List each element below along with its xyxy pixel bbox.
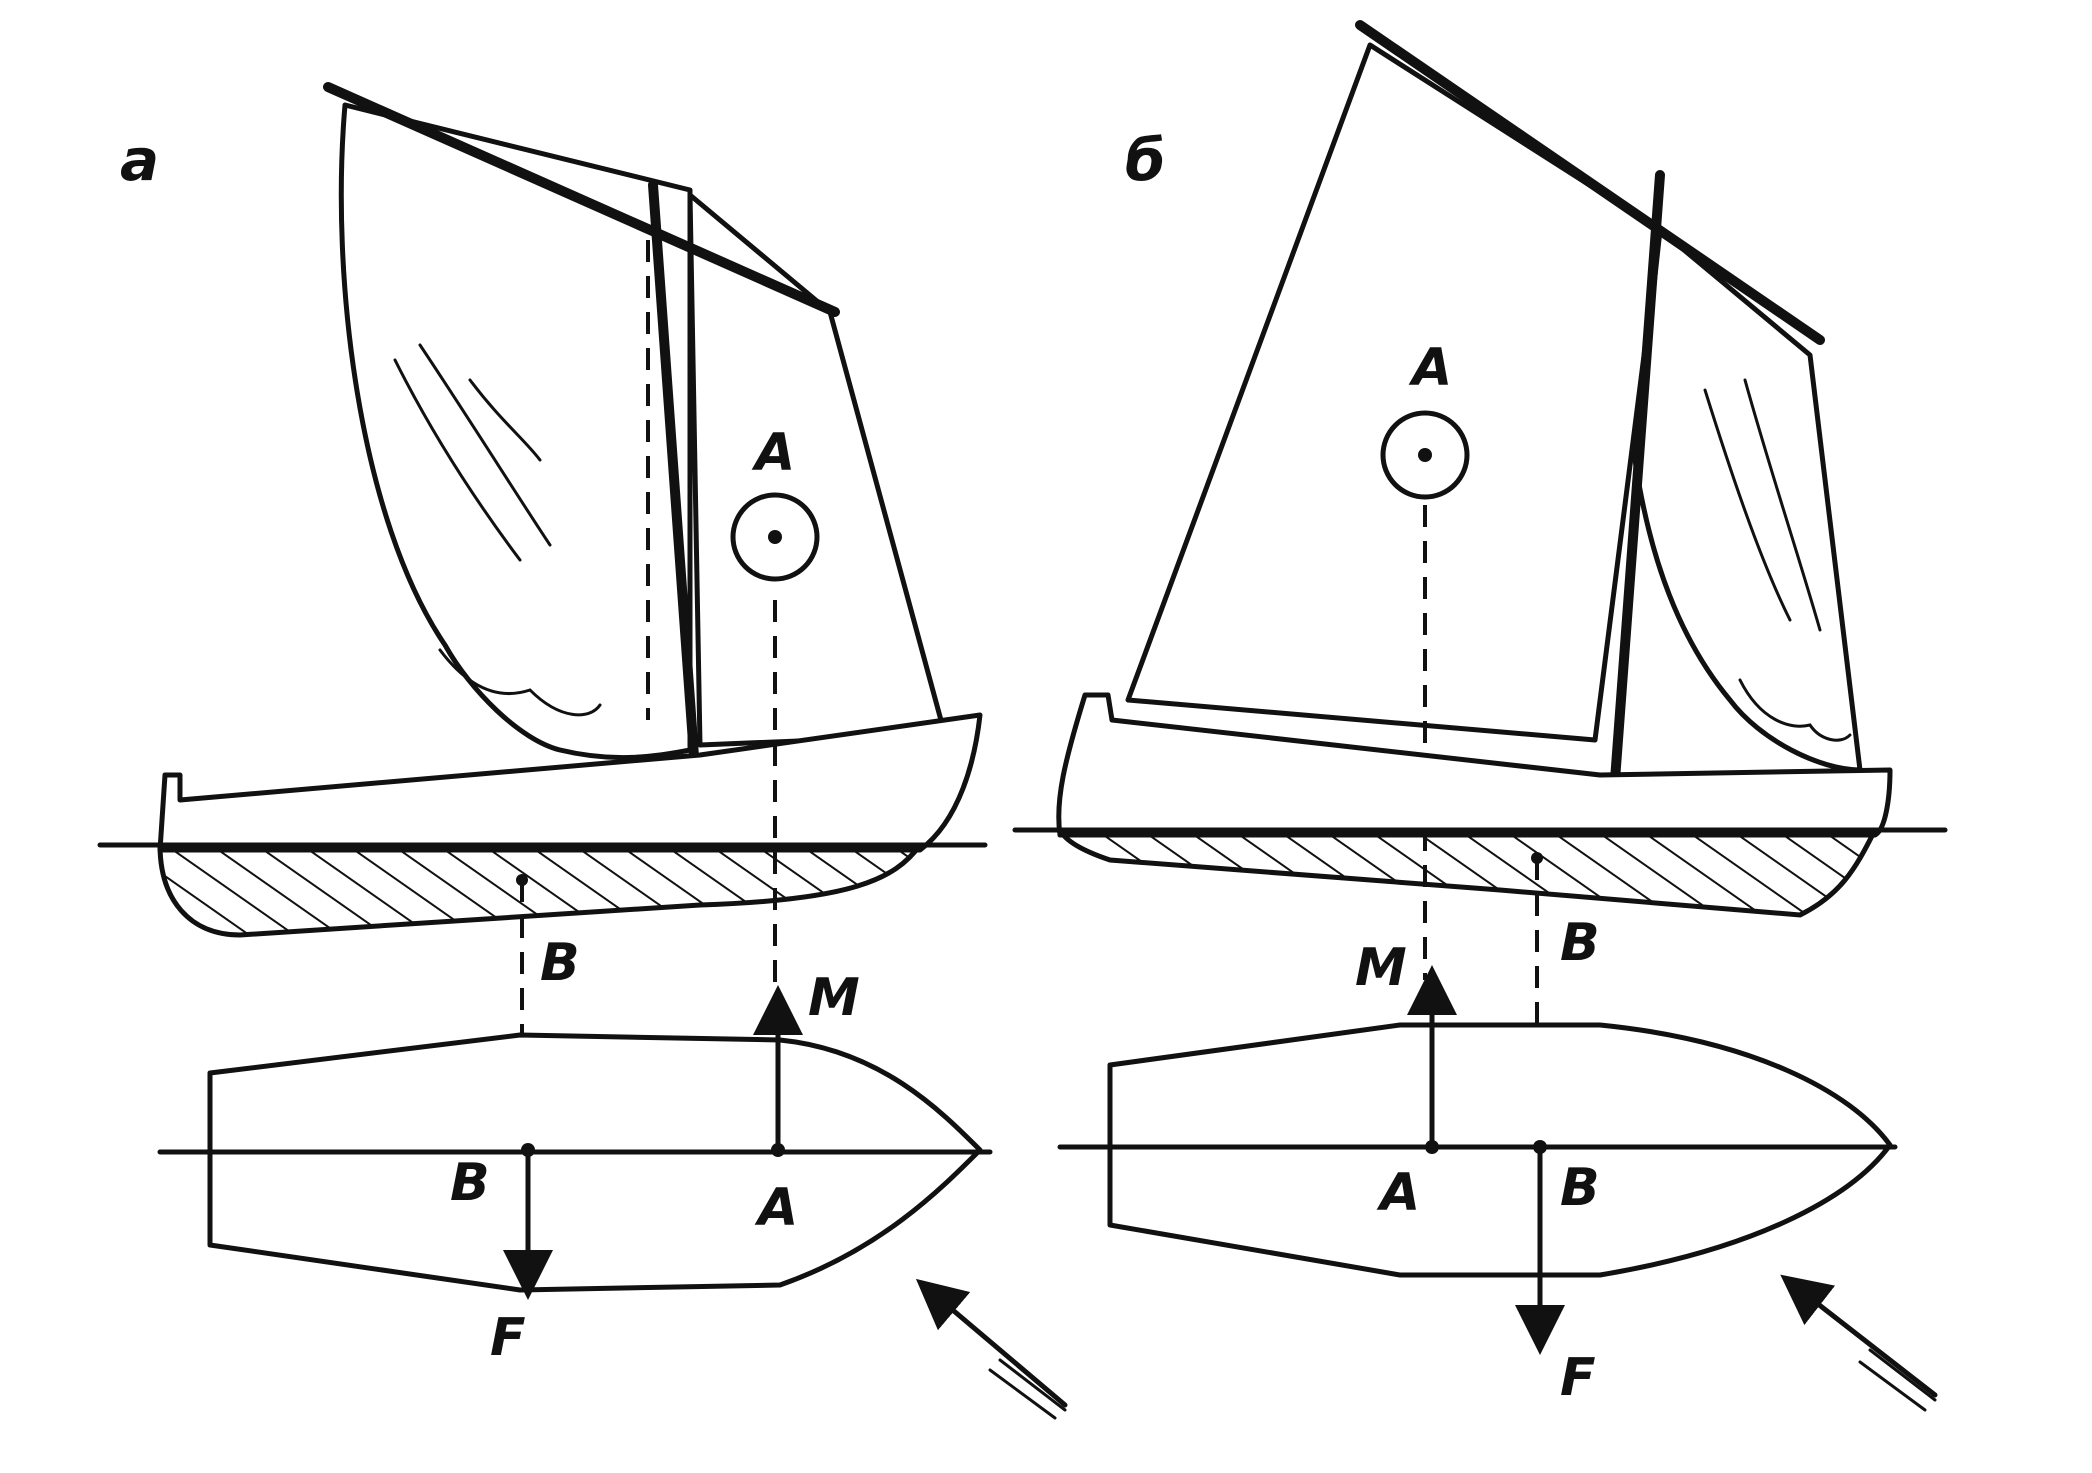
panel-b-sail-crease-1 — [1703, 388, 1792, 622]
panel-b-plan-B-label: B — [1560, 1158, 1600, 1218]
panel-b-sail-crease-2 — [1743, 378, 1822, 632]
panel-b-plan-B-point — [1533, 1140, 1547, 1154]
panel-a-hull — [157, 712, 983, 853]
panel-a-plan-view-hull — [207, 1032, 983, 1293]
panel-a-plan-A-label: A — [754, 1178, 798, 1238]
panel-b-moment-label: M — [1355, 938, 1407, 998]
panel-a-sail-center-circle — [730, 492, 820, 582]
panel-a-underwater-hatch — [157, 842, 925, 938]
panel-a-wind-arrow-icon — [915, 1278, 1068, 1420]
panel-a-label: а — [120, 126, 159, 194]
panel-a-sail-crease-2 — [418, 343, 552, 547]
panel-a-sail-center-label: A — [751, 423, 795, 483]
panel-a-yard — [323, 82, 840, 317]
panel-a-sail-crease-1 — [393, 358, 522, 562]
panel-b-wind-arrow-icon — [1780, 1274, 1938, 1412]
panel-b-plan-view-hull — [1107, 1022, 1893, 1278]
panel-a-moment-label: M — [808, 968, 860, 1028]
panel-a-sail-center-point — [768, 530, 782, 544]
panel-b-buoyancy-label: B — [1560, 913, 1600, 973]
panel-a-buoyancy-label: B — [540, 933, 580, 993]
panel-a-plan-A-point — [771, 1143, 785, 1157]
panel-a-aft-sail — [687, 192, 948, 748]
panel-b-hull — [1056, 692, 1893, 838]
panel-b-label: б — [1125, 126, 1166, 194]
panel-a-sail-folds — [438, 648, 602, 717]
panel-b-sail-center-circle — [1380, 410, 1470, 500]
panel-b: б A B M A — [1012, 20, 1948, 1412]
panel-b-luffing-sail — [1632, 227, 1863, 773]
panel-b-sail-folds — [1738, 678, 1852, 742]
panel-b-underwater-hatch — [1055, 827, 1880, 918]
panel-a-plan-B-point — [521, 1143, 535, 1157]
panel-b-plan-A-point — [1425, 1140, 1439, 1154]
panel-b-plan-A-label: A — [1376, 1163, 1420, 1223]
panel-a-plan-B-label: B — [450, 1153, 490, 1213]
panel-a-luffing-sail — [338, 102, 693, 761]
panel-a: а A B M A — [97, 82, 1068, 1420]
panel-b-force-label: F — [1560, 1348, 1596, 1408]
panel-b-sail-center-point — [1418, 448, 1432, 462]
panel-b-main-sail — [1125, 42, 1663, 743]
panel-b-sail-center-label: A — [1408, 338, 1452, 398]
panel-a-force-label: F — [490, 1308, 526, 1368]
panel-a-sail-crease-3 — [468, 378, 542, 462]
